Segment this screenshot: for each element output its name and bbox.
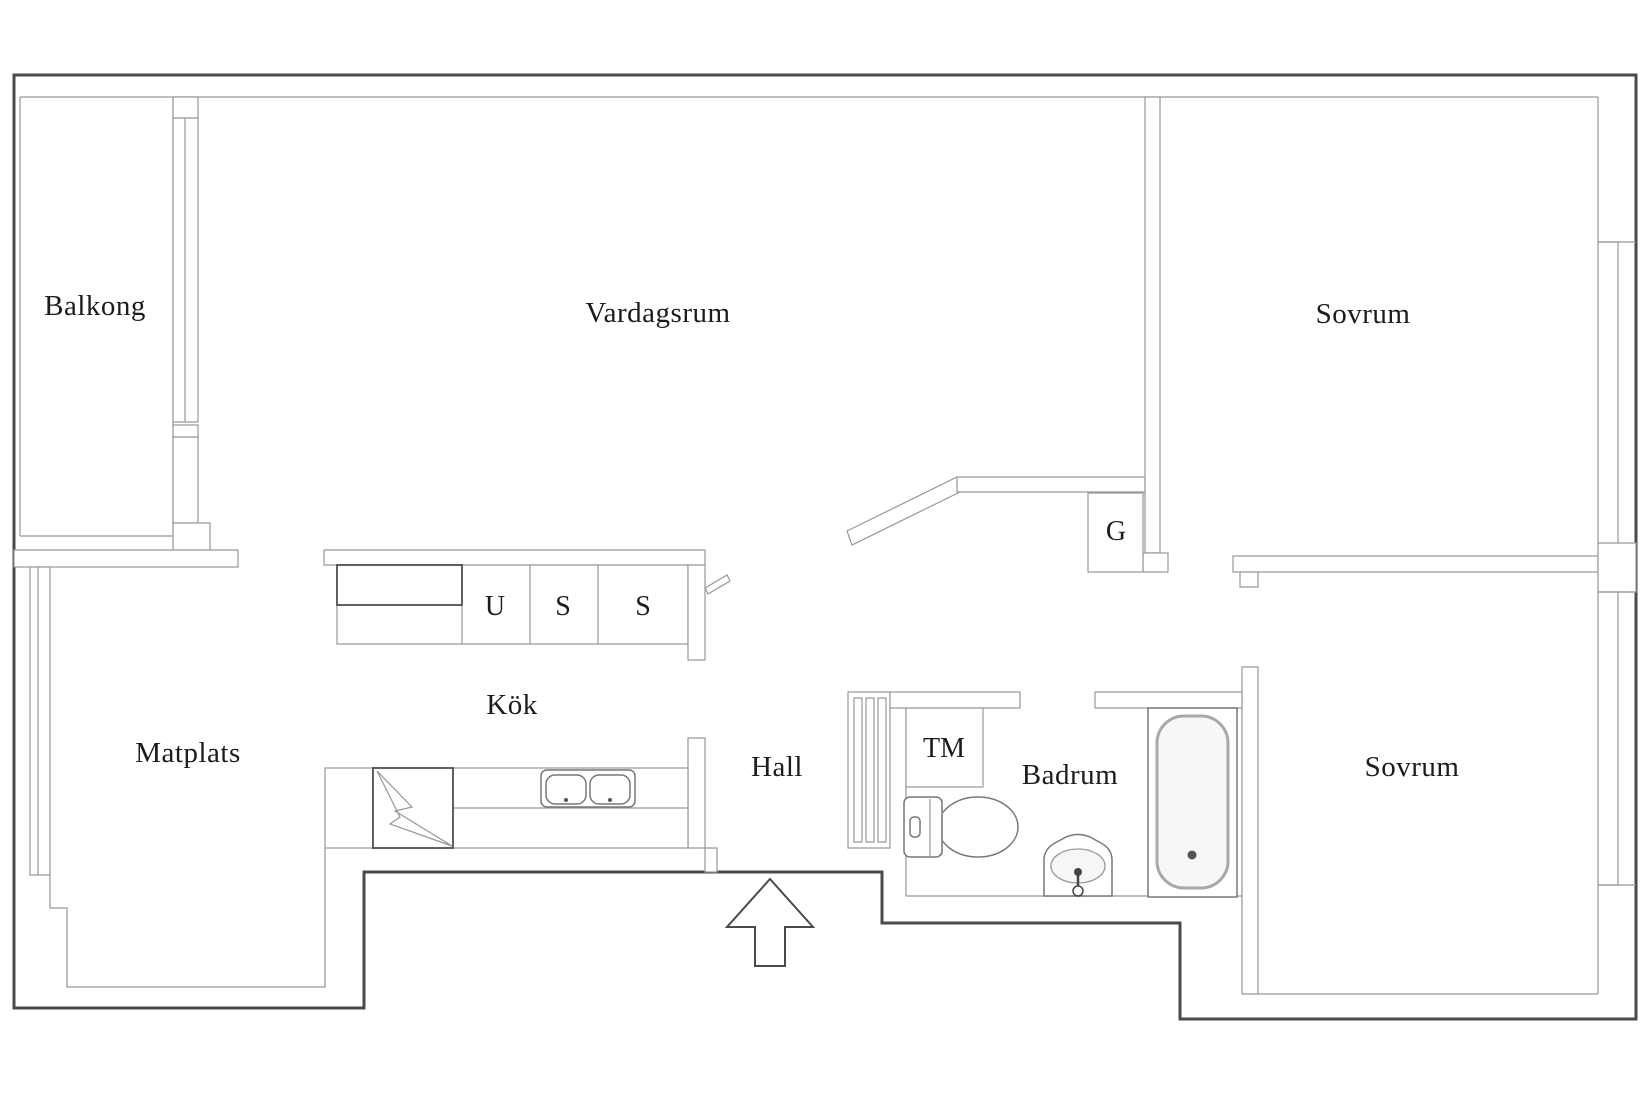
- garderob-box: [1087, 492, 1144, 573]
- diagonal-wall: [846, 476, 963, 546]
- room-label-balkong: Balkong: [44, 290, 146, 322]
- room-label-kok: Kök: [486, 689, 537, 721]
- balcony-window-icon: [172, 96, 211, 551]
- room-label-badrum: Badrum: [1022, 759, 1118, 791]
- sink-icon: [1043, 833, 1113, 897]
- entrance-arrow-icon: [724, 877, 816, 967]
- livingroom-bedroom-divider: [1144, 96, 1161, 554]
- badrum-bedroom-wall: [1241, 666, 1259, 995]
- inner-wall-lines: [19, 96, 1599, 995]
- room-label-hall: Hall: [751, 751, 803, 783]
- bedroom-bottom-window-icon: [1597, 591, 1636, 886]
- room-label-sovrum-top: Sovrum: [1316, 298, 1411, 330]
- washing-machine-box: [905, 707, 984, 788]
- wardrobe-icon: [847, 691, 891, 849]
- bathtub-icon: [1147, 707, 1238, 898]
- door-swing-icon: [704, 574, 731, 595]
- fridge-icon: [336, 564, 463, 606]
- stove-lightning-icon: [376, 770, 453, 847]
- kitchen-right-wall-upper: [687, 564, 706, 661]
- east-wall-chunk: [1597, 542, 1637, 593]
- room-label-matplats: Matplats: [135, 737, 241, 769]
- divider-foot: [1142, 552, 1169, 573]
- livingroom-hall-wall: [956, 476, 1146, 493]
- bedroom-top-window-icon: [1597, 241, 1636, 544]
- label-skafferi-1: S: [555, 591, 571, 622]
- kitchen-wall-foot: [704, 847, 718, 873]
- kitchen-upper-cabinets: [336, 564, 689, 645]
- room-label-sovrum-bottom: Sovrum: [1365, 751, 1460, 783]
- bedrooms-divider-wall: [1232, 555, 1599, 573]
- kitchen-lower-counter: [324, 767, 689, 849]
- wall-below-balcony: [13, 549, 239, 568]
- matplats-window-icon: [29, 566, 51, 876]
- outer-wall-boundary: [12, 73, 1638, 1021]
- kitchen-right-wall-lower: [687, 737, 706, 849]
- kitchen-top-wall: [323, 549, 706, 566]
- toilet-icon: [903, 796, 1019, 858]
- label-ugn: U: [485, 591, 505, 622]
- badrum-top-wall-left: [889, 691, 1021, 709]
- kitchen-sink-icon: [540, 769, 636, 808]
- label-garderob: G: [1106, 516, 1126, 547]
- bedrooms-divider-jamb: [1239, 571, 1259, 588]
- badrum-top-wall-right: [1094, 691, 1243, 709]
- label-tvattmaskin: TM: [923, 733, 965, 764]
- room-label-vardagsrum: Vardagsrum: [585, 297, 730, 329]
- label-skafferi-2: S: [635, 591, 651, 622]
